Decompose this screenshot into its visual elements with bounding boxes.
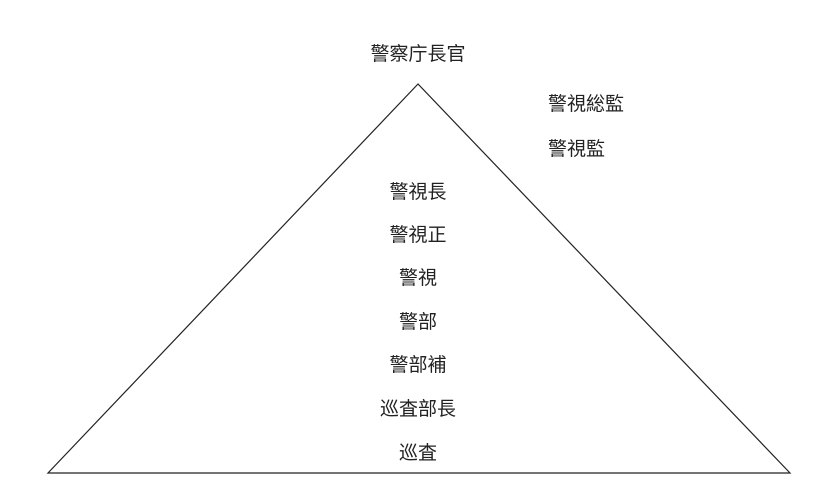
rank-pyramid-2: 警視正: [389, 224, 447, 246]
rank-pyramid-4: 警部: [398, 311, 438, 333]
rank-pyramid-7: 巡査: [398, 442, 438, 464]
rank-side-1: 警視総監: [548, 93, 625, 115]
rank-pyramid-5: 警部補: [389, 354, 447, 376]
rank-side-2: 警視監: [548, 138, 606, 160]
rank-pyramid-6: 巡査部長: [379, 398, 457, 420]
rank-pyramid-1: 警視長: [389, 181, 447, 203]
rank-top: 警察庁長官: [370, 43, 466, 65]
pyramid-triangle: [46, 83, 792, 474]
rank-pyramid-3: 警視: [398, 267, 438, 289]
